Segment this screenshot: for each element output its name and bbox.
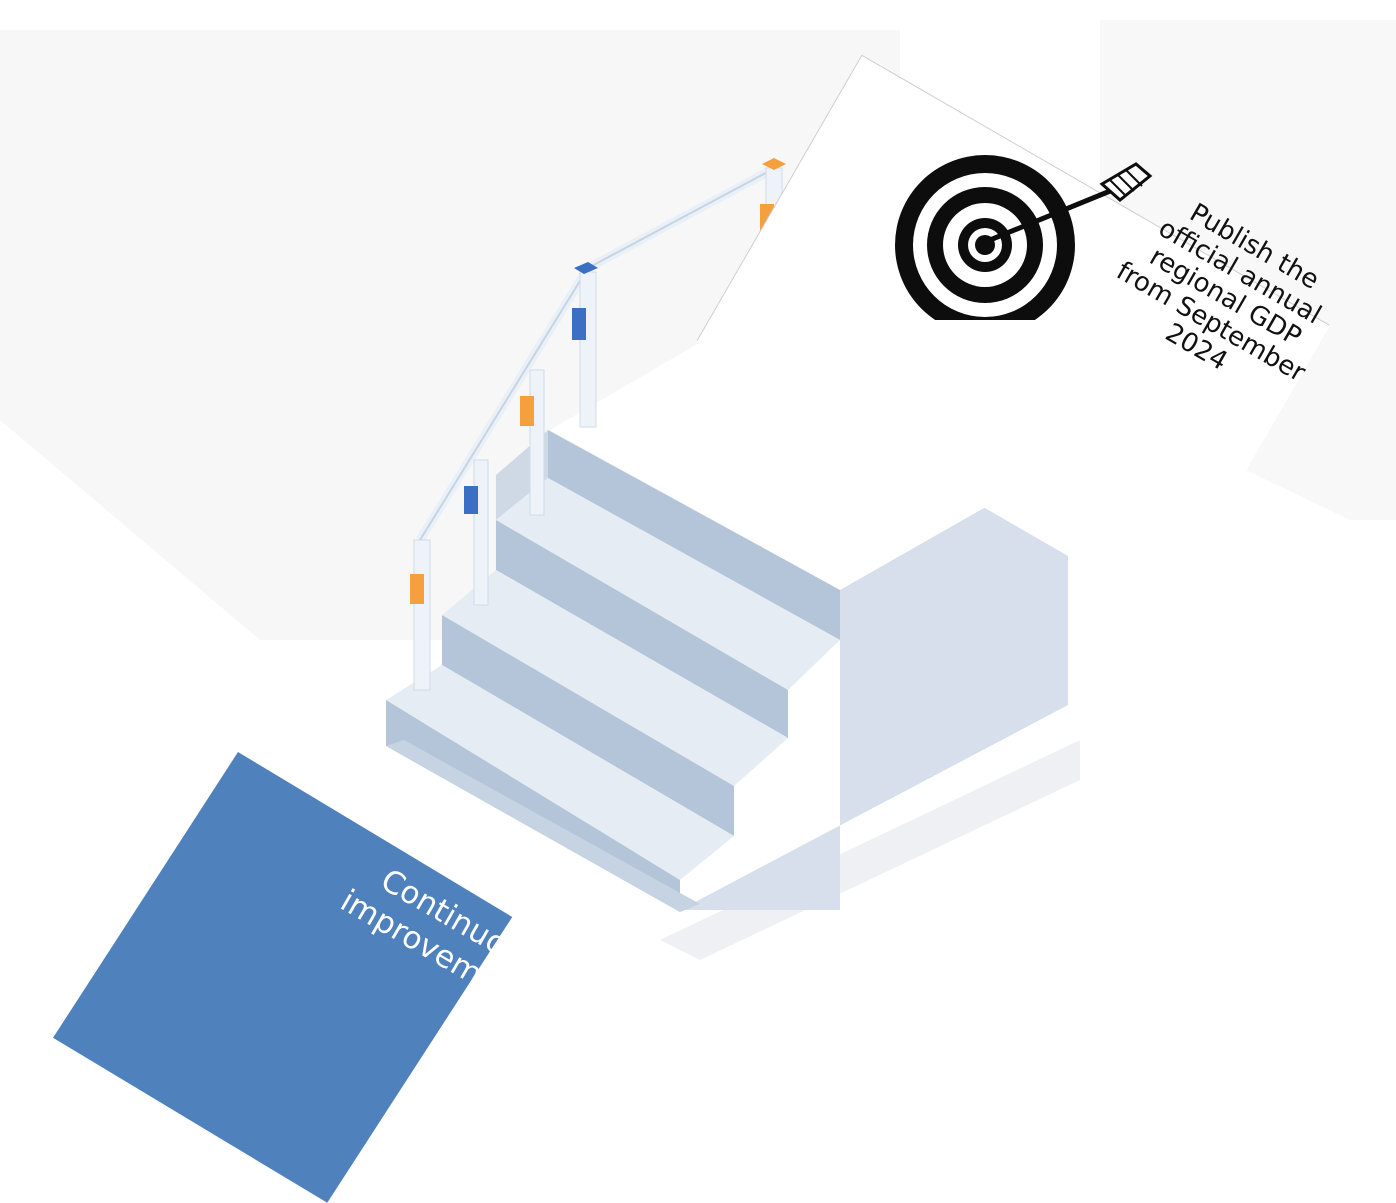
staircase bbox=[386, 290, 1068, 912]
target-icon bbox=[895, 155, 1075, 320]
railing bbox=[410, 158, 786, 691]
target-graphic bbox=[895, 155, 1153, 320]
staircase-illustration bbox=[386, 158, 1080, 960]
arrow-icon bbox=[989, 162, 1153, 243]
